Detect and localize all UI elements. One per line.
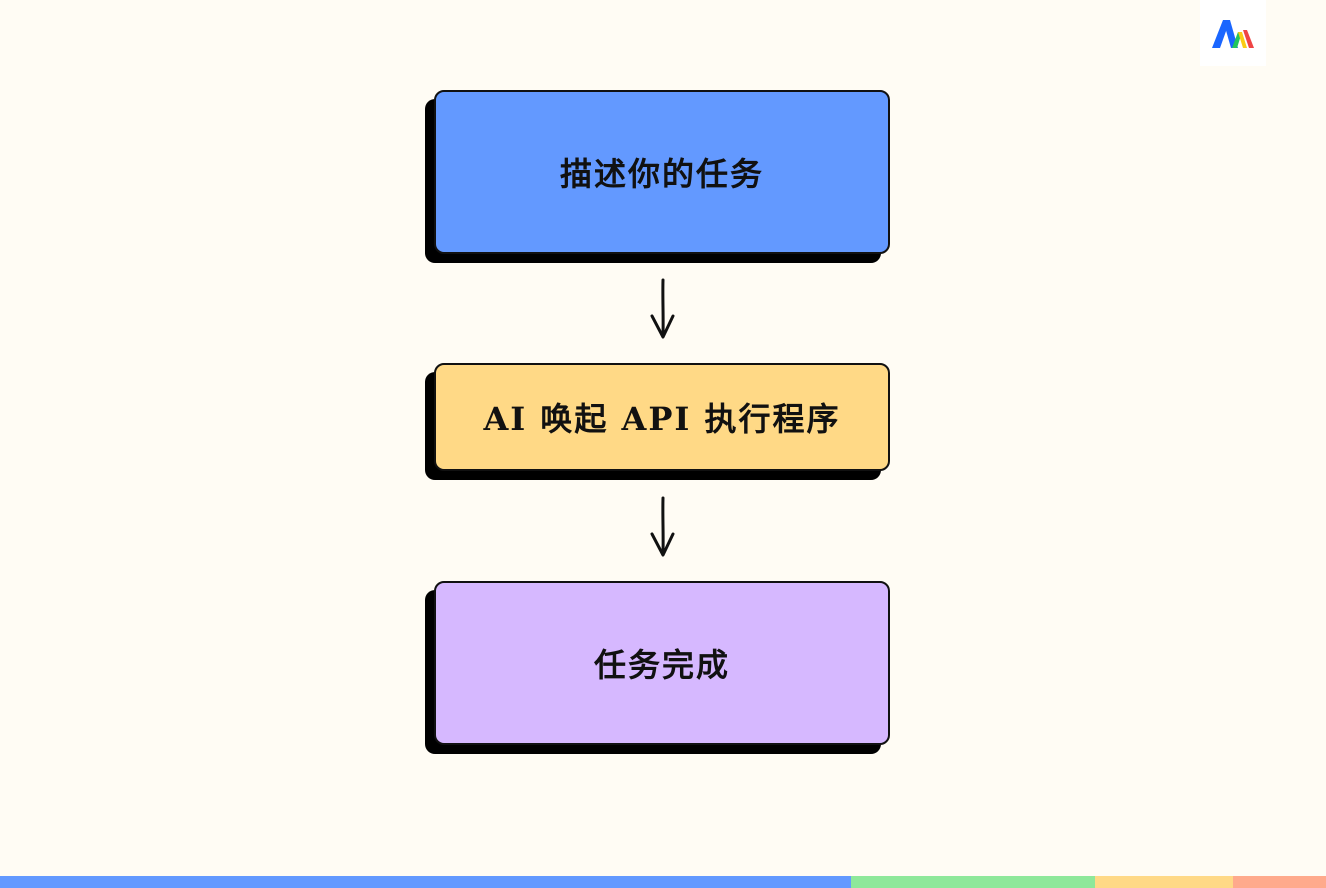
stripe-orange	[1233, 876, 1326, 888]
stripe-yellow	[1095, 876, 1233, 888]
stripe-blue	[0, 876, 851, 888]
flow-node-label: 任务完成	[593, 646, 730, 684]
stripe-green	[851, 876, 1095, 888]
brand-logo	[1200, 0, 1266, 66]
flow-node-describe-task: 描述你的任务	[434, 90, 890, 254]
flow-node-task-complete: 任务完成	[434, 581, 890, 745]
flow-node-label: 描述你的任务	[559, 155, 764, 193]
bottom-color-stripes	[0, 876, 1326, 888]
brand-logo-icon	[1212, 20, 1254, 48]
arrow-down-icon	[650, 496, 675, 557]
flow-node-ai-invoke-api: AI 唤起 API 执行程序	[434, 363, 890, 471]
flow-node-label: AI 唤起 API 执行程序	[483, 400, 841, 438]
arrow-down-icon	[650, 278, 675, 339]
